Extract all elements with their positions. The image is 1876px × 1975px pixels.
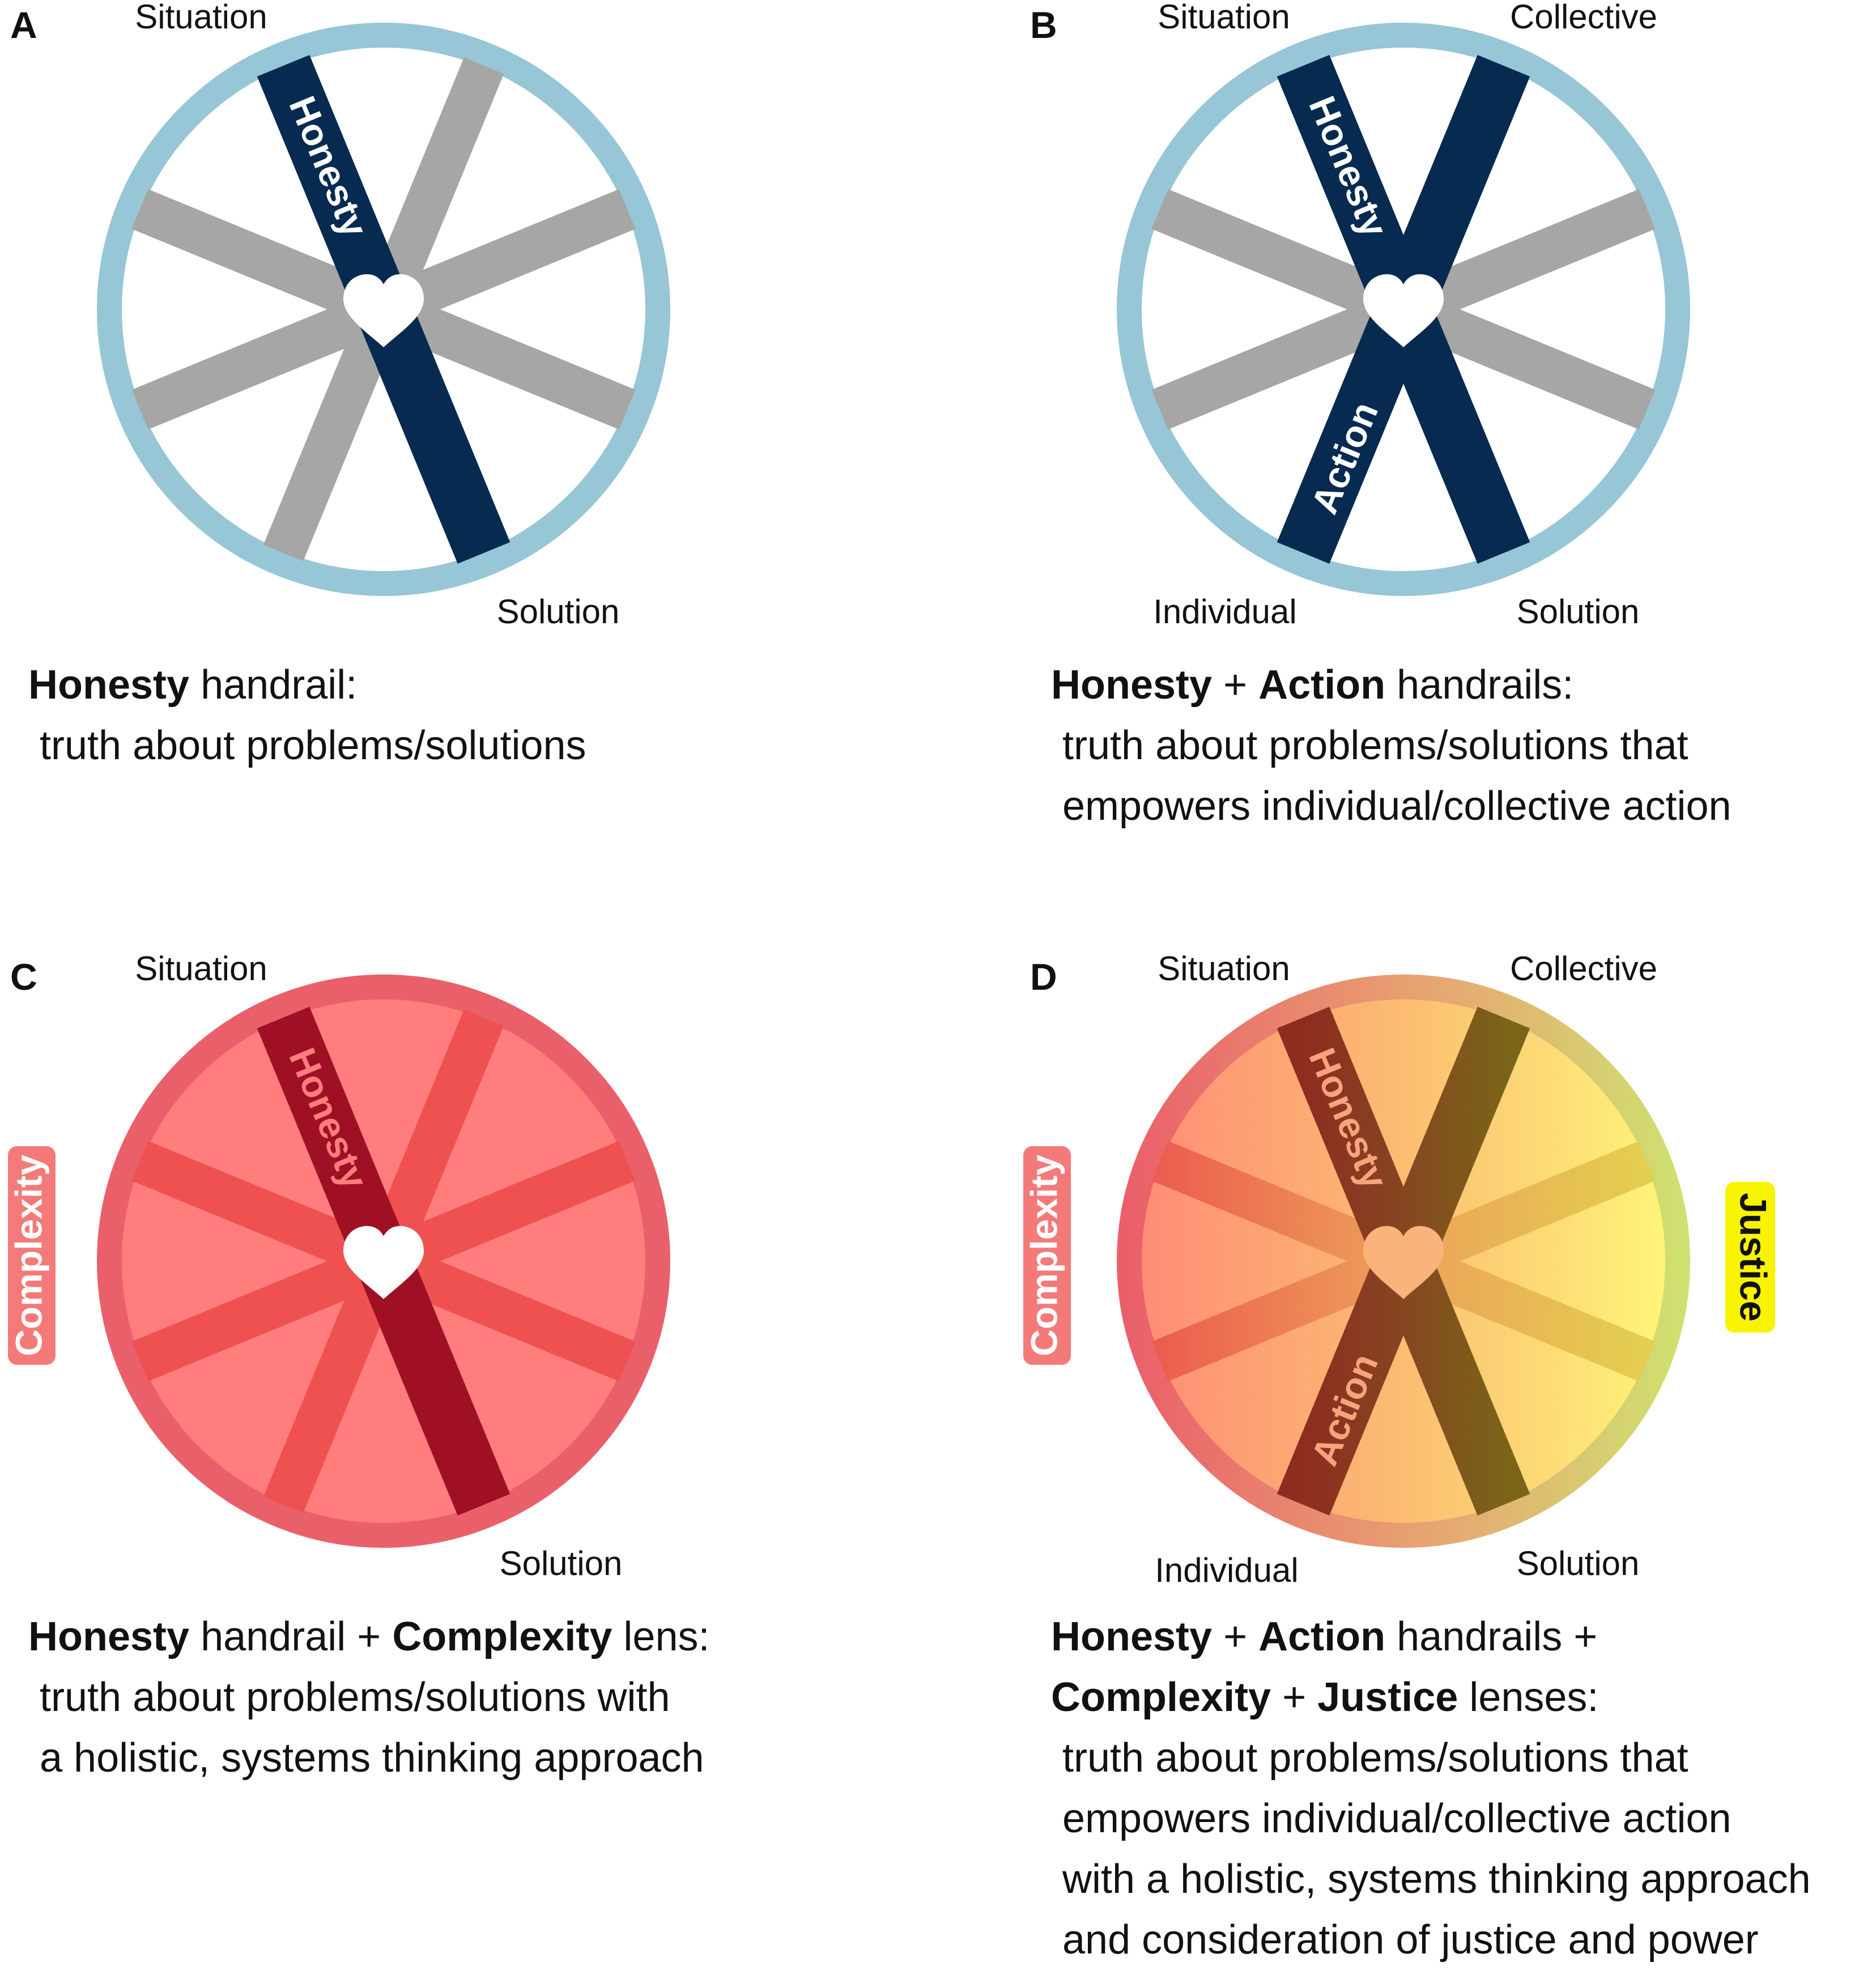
complexity-badge	[8, 1146, 56, 1365]
heart-icon	[1363, 1226, 1444, 1299]
caption-bold: Action	[1258, 662, 1386, 708]
wheel-diagram: Honesty Action Situation Collective Indi…	[1117, 0, 1690, 631]
caption-bold: Honesty	[1051, 662, 1213, 708]
caption-line: truth about problems/solutions that	[1062, 723, 1688, 768]
situation-label: Situation	[1158, 950, 1290, 988]
caption-text: handrails:	[1385, 662, 1574, 708]
justice-lens-label: Justice	[1733, 1193, 1775, 1321]
caption-line: empowers individual/collective action	[1062, 1796, 1732, 1841]
caption-text: lenses:	[1458, 1675, 1599, 1720]
caption-text: handrail +	[189, 1614, 393, 1659]
situation-label: Situation	[1158, 0, 1290, 36]
caption-line: a holistic, systems thinking approach	[40, 1735, 704, 1781]
caption: Honesty handrail: truth about problems/s…	[28, 655, 586, 776]
complexity-lens-label: Complexity	[1023, 1155, 1065, 1356]
collective-label: Collective	[1510, 950, 1657, 988]
solution-label: Solution	[500, 1544, 623, 1582]
complexity-lens-label: Complexity	[7, 1155, 49, 1356]
panel-letter: A	[10, 4, 37, 46]
panel-c: C Honesty Complexity Situation Solution …	[0, 950, 938, 1904]
caption-bold: Justice	[1317, 1675, 1458, 1720]
caption-bold: Complexity	[1051, 1675, 1271, 1720]
caption: Honesty + Action handrails: truth about …	[1051, 655, 1732, 837]
caption-line: empowers individual/collective action	[1062, 784, 1732, 829]
panel-letter: D	[1030, 956, 1057, 998]
panel-letter: B	[1030, 4, 1057, 46]
caption-text: +	[1271, 1675, 1318, 1720]
caption-text: lens:	[612, 1614, 710, 1659]
heart-icon	[1363, 274, 1444, 347]
caption-line: truth about problems/solutions that	[1062, 1735, 1688, 1781]
individual-label: Individual	[1153, 593, 1297, 631]
caption-line: and consideration of justice and power	[1062, 1917, 1759, 1963]
caption-text: handrail:	[189, 662, 358, 708]
heart-icon	[343, 1226, 424, 1299]
caption-bold: Honesty	[1051, 1614, 1213, 1659]
situation-label: Situation	[135, 0, 267, 36]
wheel-diagram: Honesty Action Complexity Justice Situat…	[1023, 950, 1775, 1589]
individual-label: Individual	[1155, 1551, 1299, 1589]
caption-text: +	[1212, 1614, 1259, 1659]
complexity-badge	[1023, 1146, 1071, 1365]
wheel-diagram: Honesty Situation Solution	[97, 0, 670, 631]
caption-bold: Action	[1258, 1614, 1386, 1659]
caption-line: truth about problems/solutions	[40, 723, 586, 768]
panel-b: B Honesty Action Situation Collective In…	[1020, 0, 1876, 952]
caption-line: with a holistic, systems thinking approa…	[1062, 1857, 1811, 1902]
heart-icon	[343, 274, 424, 347]
situation-label: Situation	[135, 950, 267, 988]
caption-line: truth about problems/solutions with	[40, 1675, 670, 1720]
solution-label: Solution	[497, 593, 620, 631]
caption-bold: Complexity	[392, 1614, 612, 1659]
caption: Honesty + Action handrails + Complexity …	[1051, 1607, 1811, 1970]
collective-label: Collective	[1510, 0, 1657, 36]
caption: Honesty handrail + Complexity lens: trut…	[28, 1607, 710, 1789]
caption-text: +	[1212, 662, 1259, 708]
caption-bold: Honesty	[28, 662, 190, 708]
caption-text: handrails +	[1385, 1614, 1598, 1659]
solution-label: Solution	[1517, 593, 1640, 631]
wheel-diagram: Honesty Complexity Situation Solution	[7, 950, 670, 1582]
justice-badge	[1725, 1182, 1775, 1333]
solution-label: Solution	[1517, 1544, 1640, 1582]
panel-a: A Honesty Situation Solution Honesty han…	[0, 0, 938, 952]
panel-d: D	[1020, 950, 1876, 1963]
panel-letter: C	[10, 956, 37, 998]
caption-bold: Honesty	[28, 1614, 190, 1659]
